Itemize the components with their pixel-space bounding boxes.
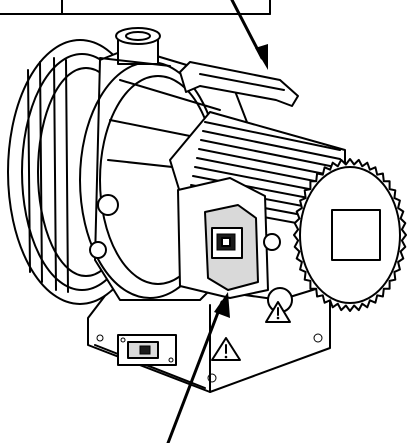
fin-line bbox=[200, 139, 341, 169]
warning-triangle-icon bbox=[265, 301, 291, 323]
inlet-flange bbox=[99, 27, 171, 67]
fin-line bbox=[202, 130, 341, 160]
arrow-icon bbox=[230, 0, 268, 70]
table-fragment bbox=[0, 0, 271, 15]
terminal-box bbox=[177, 177, 293, 313]
arrow-icon bbox=[166, 292, 230, 443]
lifting-handle bbox=[179, 61, 299, 107]
rating-plate bbox=[117, 334, 177, 366]
warning-triangle-icon bbox=[211, 337, 241, 361]
motor-end-cover bbox=[293, 158, 407, 312]
fin-line bbox=[204, 121, 341, 151]
fin-line bbox=[198, 148, 341, 178]
